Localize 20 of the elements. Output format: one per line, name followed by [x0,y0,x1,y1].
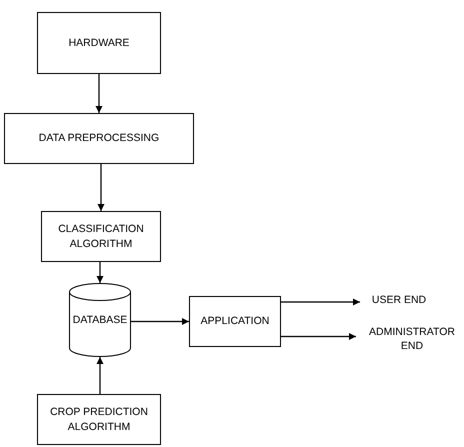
arrow [281,298,360,306]
arrow [96,262,104,283]
process-box [37,394,161,445]
node-label: CLASSIFICATION ALGORITHM [57,222,145,251]
process-box [37,12,161,74]
node-label: APPLICATION [200,314,270,329]
node-label: CROP PREDICTION ALGORITHM [49,405,149,434]
arrow [281,333,356,340]
node-label: DATA PREPROCESSING [38,131,160,146]
arrow [131,318,189,325]
output-label: ADMINISTRATOR END [368,324,456,354]
node-label: DATABASE [72,312,128,328]
output-label: USER END [372,292,426,308]
arrow [96,357,104,394]
arrow [98,164,104,211]
node-label: HARDWARE [68,36,130,50]
arrow [96,74,102,113]
process-box [4,113,194,164]
process-box [41,211,161,262]
process-box [189,296,281,347]
